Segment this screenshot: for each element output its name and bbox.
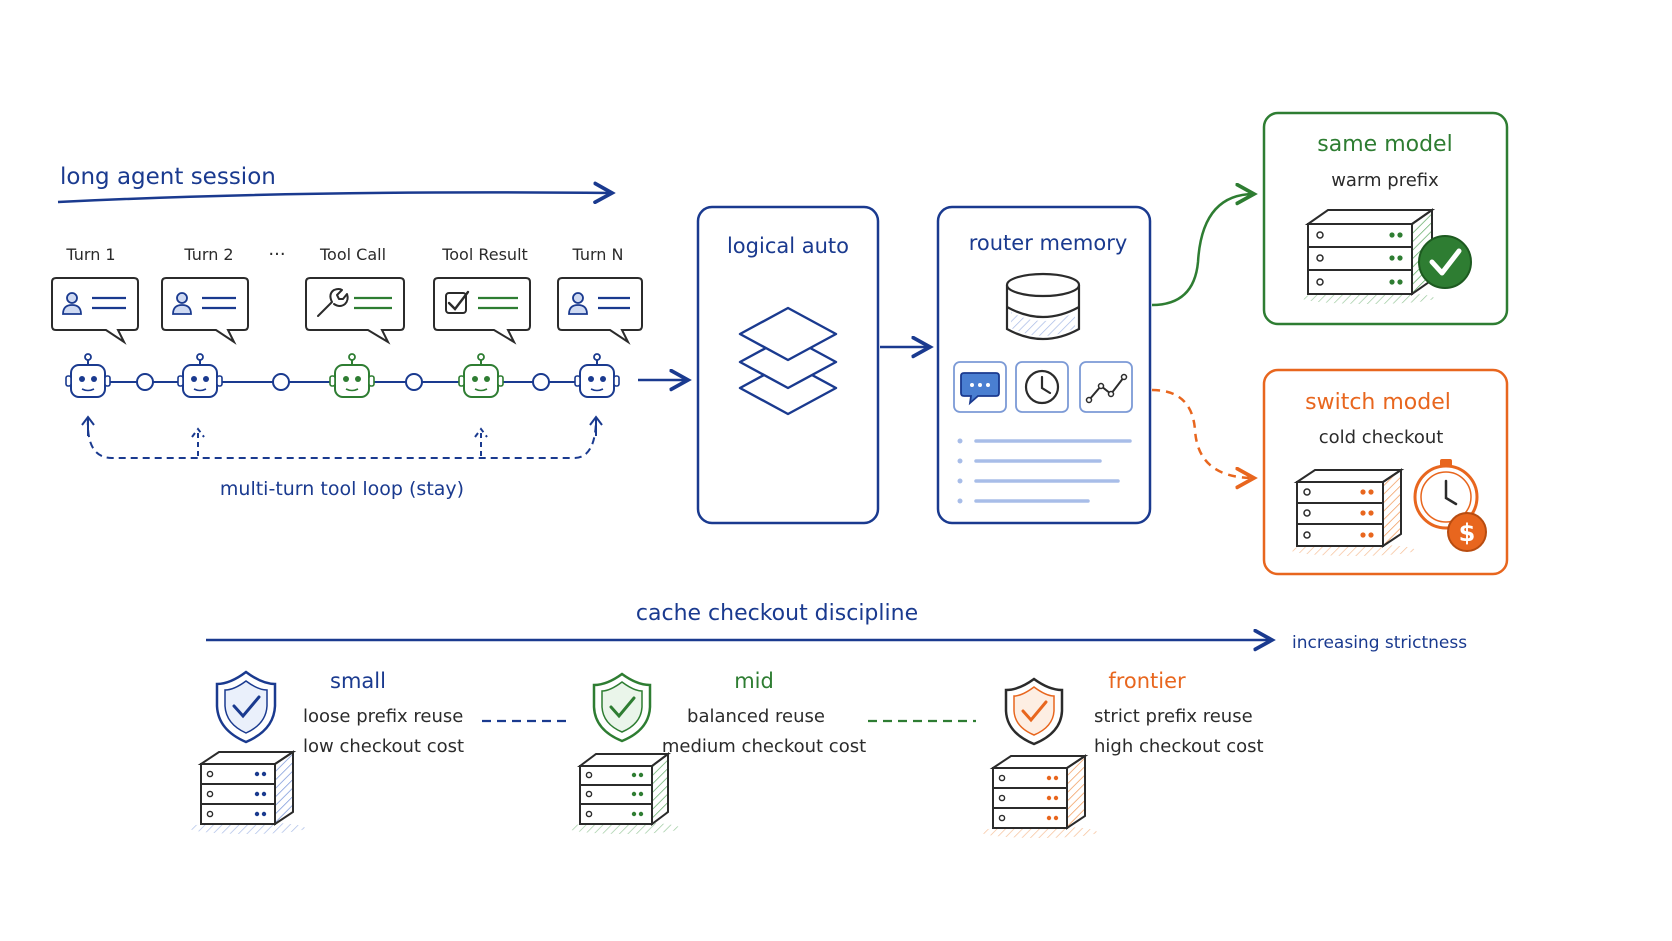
turn-label-2: Turn 2 xyxy=(183,245,233,264)
server-stack-icon xyxy=(1302,208,1436,304)
route-arrow-switch-model xyxy=(1151,388,1254,478)
tier-frontier-line2: high checkout cost xyxy=(1094,736,1264,757)
session-title: long agent session xyxy=(60,164,276,190)
robot-icon xyxy=(177,353,223,398)
trend-chart-icon xyxy=(1079,361,1133,413)
shield-check-icon xyxy=(215,670,277,744)
robot-icon xyxy=(574,353,620,398)
stopwatch-icon xyxy=(1413,459,1479,530)
tier-mid-line1: balanced reuse xyxy=(687,706,825,727)
user-bubble-1 xyxy=(51,277,139,345)
tier-small-name: small xyxy=(330,669,386,693)
server-stack-icon xyxy=(189,750,305,834)
discipline-title: cache checkout discipline xyxy=(636,601,918,626)
router-memory-title: router memory xyxy=(969,231,1128,255)
turn-label-tool-result: Tool Result xyxy=(441,245,528,264)
memory-list xyxy=(957,438,1132,504)
strictness-label: increasing strictness xyxy=(1292,633,1467,653)
robot-icon xyxy=(458,353,504,398)
user-icon xyxy=(62,292,82,315)
tool-call-bubble xyxy=(305,277,405,345)
robot-icon xyxy=(65,353,111,398)
switch-model-title: switch model xyxy=(1305,390,1451,415)
user-bubble-n xyxy=(557,277,643,345)
user-icon xyxy=(172,292,192,315)
server-stack-icon xyxy=(1291,468,1415,556)
session-arrow xyxy=(57,192,612,202)
svg-text:$: $ xyxy=(1459,519,1476,547)
tier-mid-name: mid xyxy=(734,669,774,693)
shield-check-icon xyxy=(592,672,652,743)
turn-label-tool-call: Tool Call xyxy=(319,245,386,264)
tier-mid-line2: medium checkout cost xyxy=(662,736,866,757)
user-bubble-2 xyxy=(161,277,249,345)
loop-up-arrow xyxy=(474,427,488,456)
turn-label-1: Turn 1 xyxy=(65,245,115,264)
wrench-icon xyxy=(317,288,349,317)
turn-ellipsis: ··· xyxy=(268,244,285,265)
database-icon xyxy=(1005,272,1081,340)
loop-label: multi-turn tool loop (stay) xyxy=(220,478,464,500)
same-model-title: same model xyxy=(1317,132,1452,157)
dollar-coin-icon: $ xyxy=(1447,512,1487,552)
checkbox-icon xyxy=(445,290,470,314)
chat-icon xyxy=(953,361,1007,413)
tier-small-line2: low checkout cost xyxy=(303,736,464,757)
server-stack-icon xyxy=(981,754,1097,838)
loop-up-arrow xyxy=(589,415,603,436)
tier-frontier-line1: strict prefix reuse xyxy=(1094,706,1253,727)
server-stack-icon xyxy=(568,752,680,834)
check-badge-icon xyxy=(1418,235,1472,289)
tool-result-bubble xyxy=(433,277,531,345)
shield-check-icon xyxy=(1004,677,1064,746)
loop-up-arrow xyxy=(81,415,95,436)
user-icon xyxy=(568,292,588,315)
tool-loop-path xyxy=(86,417,597,459)
layers-icon xyxy=(738,306,838,416)
same-model-subtitle: warm prefix xyxy=(1331,170,1439,191)
logical-auto-title: logical auto xyxy=(727,234,849,258)
turn-label-n: Turn N xyxy=(572,245,624,264)
loop-up-arrow xyxy=(191,427,205,456)
tier-small-line1: loose prefix reuse xyxy=(303,706,463,727)
clock-icon xyxy=(1015,361,1069,413)
tier-frontier-name: frontier xyxy=(1108,669,1186,693)
route-arrow-same-model xyxy=(1151,194,1254,307)
switch-model-subtitle: cold checkout xyxy=(1319,427,1444,448)
robot-icon xyxy=(329,353,375,398)
